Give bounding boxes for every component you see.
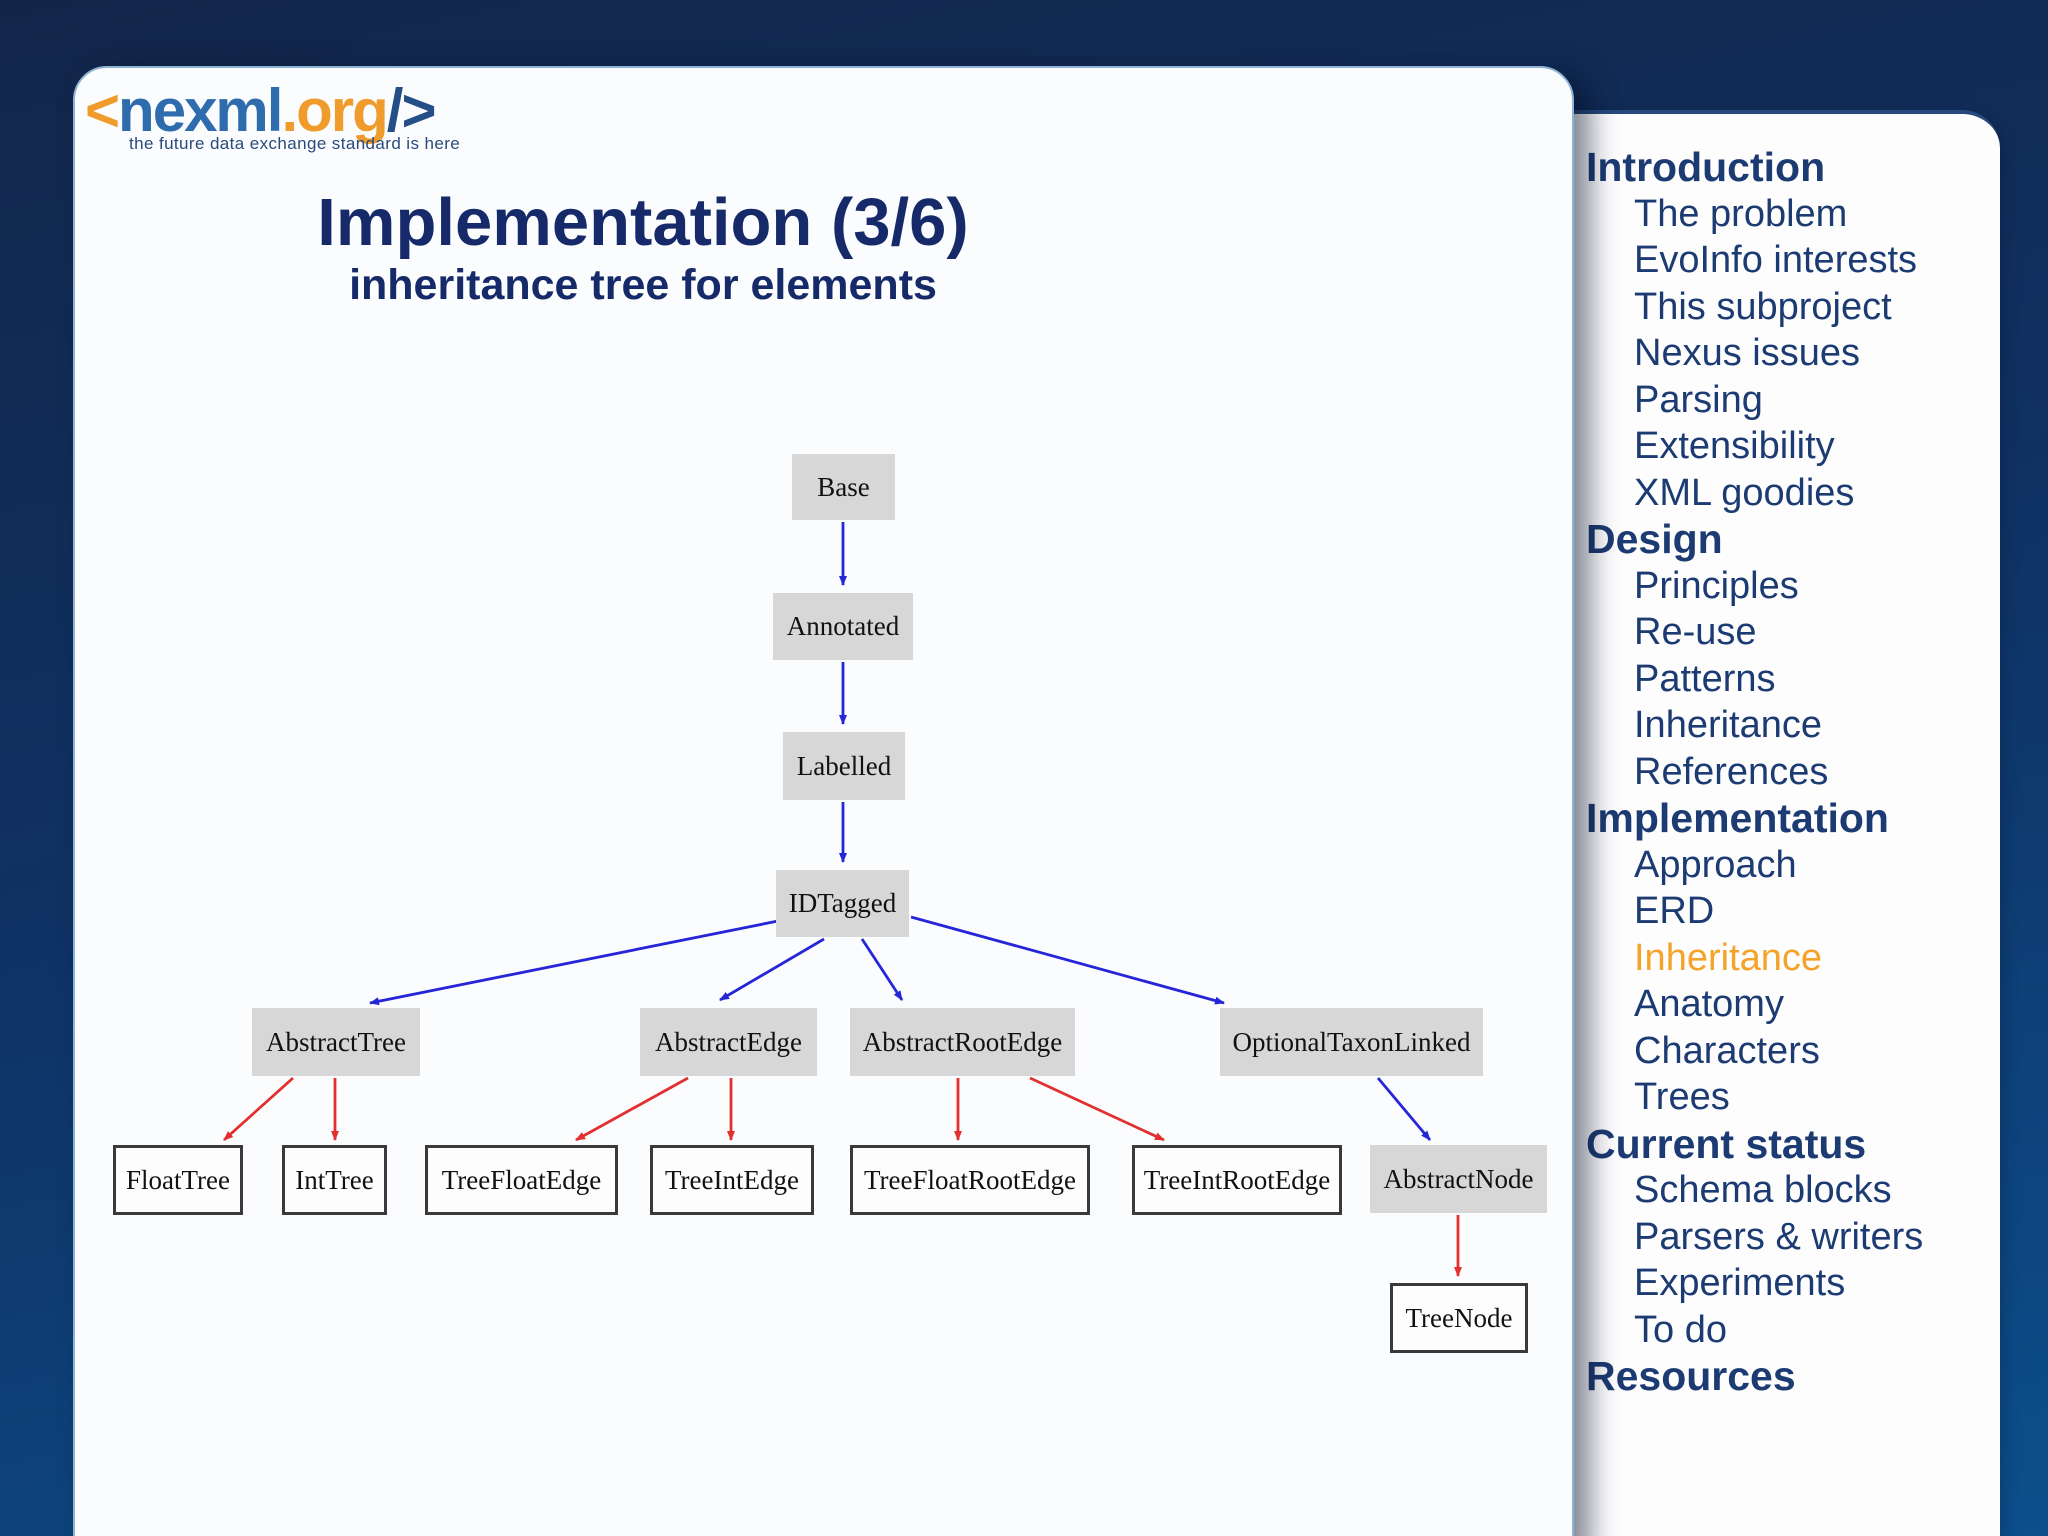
edge-abstractrootedge-to-treeintrootedge: [1029, 1076, 1165, 1142]
slide-header: Implementation (3/6) inheritance tree fo…: [73, 186, 1213, 310]
toc-item-the-problem[interactable]: The problem: [1634, 192, 1848, 235]
toc-item-references[interactable]: References: [1634, 750, 1829, 793]
toc-item-patterns[interactable]: Patterns: [1634, 657, 1776, 700]
main-slide-card: [73, 66, 1574, 1536]
toc-section-design[interactable]: Design: [1586, 516, 1723, 562]
toc-item-characters[interactable]: Characters: [1634, 1029, 1820, 1072]
toc-section-introduction[interactable]: Introduction: [1586, 144, 1826, 190]
toc-item-schema-blocks[interactable]: Schema blocks: [1634, 1169, 1892, 1211]
logo-open-bracket: <: [85, 77, 120, 144]
toc-section-implementation[interactable]: Implementation: [1586, 795, 1889, 841]
logo-close-bracket: />: [386, 77, 437, 144]
edge-idtagged-to-optionaltaxonlinked: [910, 915, 1225, 1005]
toc-item-to-do[interactable]: To do: [1634, 1308, 1727, 1351]
logo-name: nexml: [118, 77, 283, 144]
toc-item-erd[interactable]: ERD: [1634, 890, 1715, 932]
slide-subtitle: inheritance tree for elements: [349, 261, 937, 309]
edge-idtagged-to-abstractrootedge: [860, 938, 904, 1001]
toc-item-re-use[interactable]: Re-use: [1634, 611, 1757, 653]
nexml-logo: <nexml.org/> the future data exchange st…: [85, 80, 460, 154]
toc-item-experiments[interactable]: Experiments: [1634, 1262, 1846, 1304]
toc-item-xml-goodies[interactable]: XML goodies: [1634, 471, 1855, 514]
toc-item-anatomy[interactable]: Anatomy: [1634, 983, 1784, 1025]
toc-item-inheritance-active[interactable]: Inheritance: [1634, 936, 1823, 979]
toc-item-parsers-writers[interactable]: Parsers & writers: [1634, 1215, 1924, 1258]
toc-item-inheritance[interactable]: Inheritance: [1634, 704, 1823, 746]
toc-item-parsing[interactable]: Parsing: [1634, 378, 1763, 421]
edge-abstractedge-to-treefloatedge: [575, 1076, 689, 1142]
slide-title: Implementation (3/6): [317, 185, 969, 260]
edge-idtagged-to-abstractedge: [719, 937, 825, 1002]
toc-item-this-subproject[interactable]: This subproject: [1634, 285, 1892, 328]
toc-item-nexus-issues[interactable]: Nexus issues: [1634, 332, 1860, 374]
logo-suffix: .org: [281, 77, 388, 144]
nexml-logo-text: <nexml.org/>: [85, 80, 460, 142]
logo-tagline: the future data exchange standard is her…: [129, 134, 461, 153]
edge-idtagged-to-abstracttree: [369, 919, 779, 1006]
toc-section-resources[interactable]: Resources: [1586, 1353, 1796, 1399]
edge-optionaltaxonlinked-to-abstractnode: [1376, 1077, 1432, 1141]
toc-item-principles[interactable]: Principles: [1634, 564, 1799, 607]
toc-section-current-status[interactable]: Current status: [1586, 1120, 1867, 1167]
toc-item-evoinfo-interests[interactable]: EvoInfo interests: [1634, 239, 1918, 281]
toc-item-trees[interactable]: Trees: [1634, 1076, 1730, 1118]
toc-item-approach[interactable]: Approach: [1634, 843, 1797, 886]
edge-abstracttree-to-floattree: [223, 1076, 294, 1142]
toc-item-extensibility[interactable]: Extensibility: [1634, 425, 1835, 467]
